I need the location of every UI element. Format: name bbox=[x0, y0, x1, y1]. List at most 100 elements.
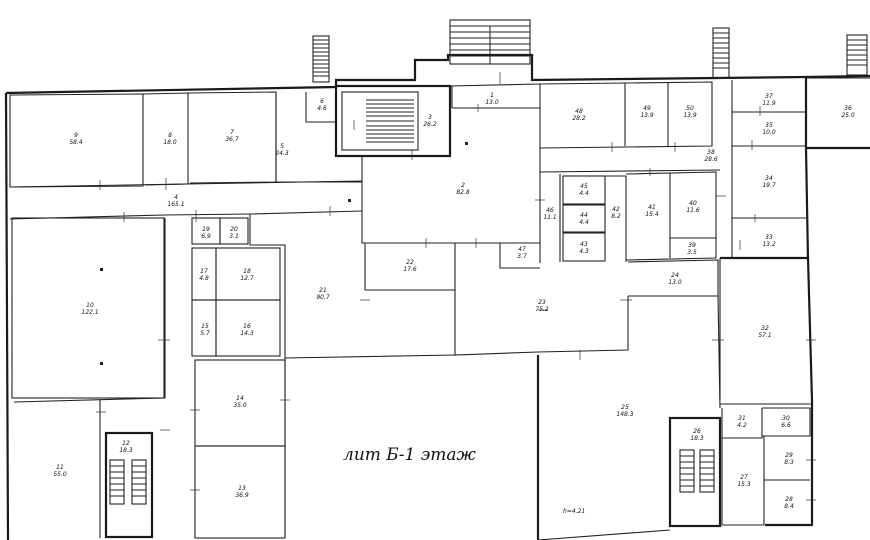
room-27-number: 27 bbox=[740, 474, 748, 481]
room-26-area: 18.3 bbox=[690, 435, 704, 442]
room-labels: 1 13.0 2 82.8 3 26.2 4 165.1 5 24.3 6 4.… bbox=[53, 92, 855, 510]
room-44-area: 4.4 bbox=[579, 219, 589, 226]
room-15-area: 5.7 bbox=[200, 330, 210, 337]
room-39-area: 3.5 bbox=[687, 249, 697, 256]
room-18-number: 18 bbox=[243, 268, 251, 275]
room-1-number: 1 bbox=[490, 92, 494, 99]
room-7-area: 36.7 bbox=[225, 136, 239, 143]
room-13-area: 36.9 bbox=[235, 492, 249, 499]
room-38-area: 28.6 bbox=[704, 156, 718, 163]
room-49-number: 49 bbox=[643, 105, 651, 112]
room-16-area: 14.3 bbox=[240, 330, 254, 337]
stair-core-26 bbox=[679, 449, 715, 493]
room-25-number: 25 bbox=[621, 404, 629, 411]
room-46-area: 11.1 bbox=[543, 214, 556, 221]
room-21-area: 90.7 bbox=[316, 294, 330, 301]
room-30-area: 6.6 bbox=[781, 422, 791, 429]
room-11-area: 55.0 bbox=[53, 471, 67, 478]
room-3-number: 3 bbox=[428, 114, 432, 121]
room-21-number: 21 bbox=[319, 287, 327, 294]
room-8-number: 8 bbox=[168, 132, 172, 139]
entry-stairs-far-right bbox=[846, 34, 868, 76]
ceiling-height-note: h=4.21 bbox=[563, 508, 585, 515]
room-2-number: 2 bbox=[461, 182, 465, 189]
room-28-area: 8.4 bbox=[784, 503, 794, 510]
room-19-area: 6.9 bbox=[201, 233, 211, 240]
column-markers bbox=[100, 142, 468, 365]
room-11-number: 11 bbox=[56, 464, 64, 471]
room-9-number: 9 bbox=[74, 132, 78, 139]
room-8-area: 18.0 bbox=[163, 139, 177, 146]
room-44-number: 44 bbox=[580, 212, 588, 219]
room-37-number: 37 bbox=[765, 93, 773, 100]
room-32-number: 32 bbox=[761, 325, 769, 332]
room-39-number: 39 bbox=[688, 242, 696, 249]
room-6-number: 6 bbox=[320, 98, 324, 105]
room-6-area: 4.6 bbox=[317, 105, 327, 112]
room-40-area: 11.6 bbox=[686, 207, 700, 214]
room-23-area: 75.2 bbox=[535, 306, 549, 313]
room-4-area: 165.1 bbox=[167, 201, 184, 208]
room-16-number: 16 bbox=[243, 323, 251, 330]
stair-core-3 bbox=[366, 99, 414, 143]
entry-stairs-left bbox=[312, 35, 330, 83]
room-43-number: 43 bbox=[580, 241, 588, 248]
room-48-area: 28.2 bbox=[572, 115, 586, 122]
room-50-area: 13.9 bbox=[683, 112, 697, 119]
room-34-number: 34 bbox=[765, 175, 773, 182]
room-42-area: 8.2 bbox=[611, 213, 621, 220]
room-31-number: 31 bbox=[738, 415, 746, 422]
room-36-area: 25.0 bbox=[841, 112, 855, 119]
room-32-area: 57.1 bbox=[758, 332, 771, 339]
room-29-area: 8.3 bbox=[784, 459, 794, 466]
room-46-number: 46 bbox=[546, 207, 554, 214]
room-37-area: 11.9 bbox=[762, 100, 776, 107]
room-2-area: 82.8 bbox=[456, 189, 470, 196]
room-10-area: 122.1 bbox=[81, 309, 98, 316]
room-7-number: 7 bbox=[230, 129, 234, 136]
room-35-number: 35 bbox=[765, 122, 773, 129]
room-45-number: 45 bbox=[580, 183, 588, 190]
room-47-area: 3.7 bbox=[517, 253, 527, 260]
room-17-area: 4.8 bbox=[199, 275, 209, 282]
room-20-area: 3.1 bbox=[229, 233, 239, 240]
room-9-area: 58.4 bbox=[69, 139, 83, 146]
door-ticks bbox=[96, 72, 816, 501]
room-19-number: 19 bbox=[202, 226, 210, 233]
room-3-area: 26.2 bbox=[423, 121, 437, 128]
room-20-number: 20 bbox=[230, 226, 238, 233]
room-17-number: 17 bbox=[200, 268, 208, 275]
room-29-number: 29 bbox=[785, 452, 793, 459]
room-14-area: 35.0 bbox=[233, 402, 247, 409]
room-1-area: 13.0 bbox=[485, 99, 499, 106]
room-38-number: 38 bbox=[707, 149, 715, 156]
interior-walls bbox=[9, 77, 870, 540]
room-50-number: 50 bbox=[686, 105, 694, 112]
room-45-area: 4.4 bbox=[579, 190, 589, 197]
room-41-number: 41 bbox=[648, 204, 656, 211]
room-47-number: 47 bbox=[518, 246, 526, 253]
room-48-number: 48 bbox=[575, 108, 583, 115]
room-49-area: 13.9 bbox=[640, 112, 654, 119]
room-5-number: 5 bbox=[280, 143, 284, 150]
floor-title: лит Б-1 этаж bbox=[343, 445, 477, 465]
room-43-area: 4.3 bbox=[579, 248, 589, 255]
room-27-area: 15.3 bbox=[737, 481, 751, 488]
room-22-number: 22 bbox=[406, 259, 414, 266]
room-14-number: 14 bbox=[236, 395, 244, 402]
room-34-area: 19.7 bbox=[762, 182, 776, 189]
entry-stairs-right bbox=[712, 27, 730, 79]
room-33-number: 33 bbox=[765, 234, 773, 241]
room-12-area: 18.3 bbox=[119, 447, 133, 454]
room-40-number: 40 bbox=[689, 200, 697, 207]
room-31-area: 4.2 bbox=[737, 422, 747, 429]
room-12-number: 12 bbox=[122, 440, 130, 447]
room-42-number: 42 bbox=[612, 206, 620, 213]
entry-stairs-center bbox=[449, 19, 531, 65]
room-25-area: 148.3 bbox=[616, 411, 633, 418]
room-13-number: 13 bbox=[238, 485, 246, 492]
room-41-area: 15.4 bbox=[645, 211, 659, 218]
room-30-number: 30 bbox=[782, 415, 790, 422]
room-28-number: 28 bbox=[785, 496, 793, 503]
